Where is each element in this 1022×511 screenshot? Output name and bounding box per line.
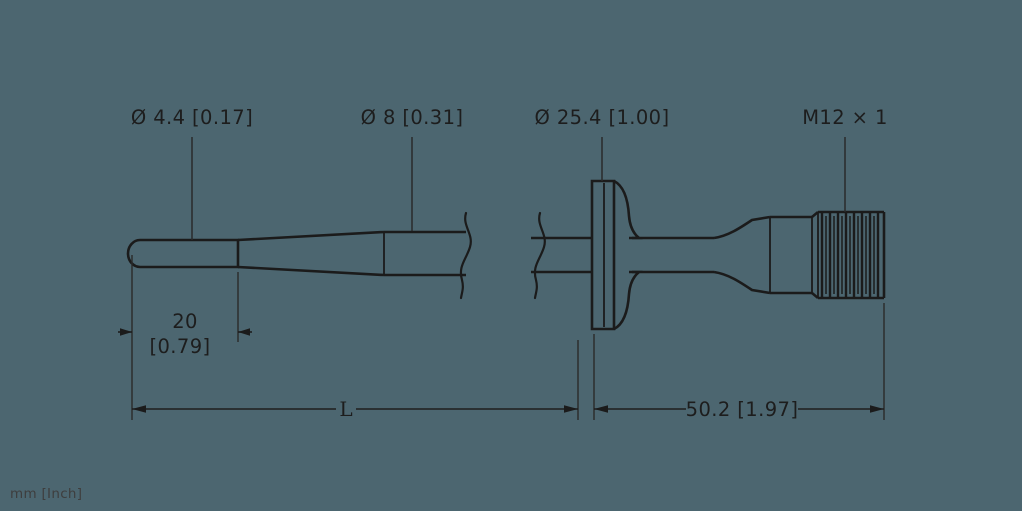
connector-shoulder	[713, 215, 771, 295]
flange-disc	[590, 179, 643, 331]
probe-tip-body	[126, 238, 240, 269]
callout-thread-spec-label: M12 × 1	[802, 106, 888, 129]
connector-neck	[629, 236, 714, 274]
thread-shoulder	[811, 211, 819, 299]
arrowhead-connector-left	[594, 405, 608, 413]
probe-taper-section	[237, 230, 385, 277]
dimension-overall-length-value: L	[339, 397, 352, 421]
dimension-connector-length-value: 50.2 [1.97]	[686, 398, 799, 421]
dimension-tip-length-value-2: [0.79]	[149, 335, 210, 358]
m12-thread-section	[817, 210, 886, 300]
connector-barrel	[769, 215, 813, 295]
extension-lines	[131, 255, 885, 420]
callout-flange-diameter-label: Ø 25.4 [1.00]	[535, 106, 670, 129]
arrowhead-length-right	[564, 405, 578, 413]
dimension-connector-length: 50.2 [1.97]	[594, 398, 884, 421]
arrowhead-connector-right	[870, 405, 884, 413]
arrowhead-tip-left	[120, 328, 132, 336]
dimension-overall-length: L	[132, 397, 578, 421]
thread-hatching	[820, 212, 880, 298]
callout-shaft-diameter-label: Ø 8 [0.31]	[361, 106, 464, 129]
dimension-tip-length: 20 [0.79]	[118, 310, 252, 358]
arrowhead-tip-right	[238, 328, 250, 336]
probe-shaft-section	[383, 230, 466, 277]
break-line-right	[533, 211, 546, 300]
dimension-tip-length-value-1: 20	[172, 310, 198, 333]
arrowhead-length-left	[132, 405, 146, 413]
unit-caption: mm [Inch]	[10, 486, 82, 502]
callout-tip-diameter-label: Ø 4.4 [0.17]	[131, 106, 253, 129]
break-line-left	[459, 211, 472, 300]
callout-labels: Ø 4.4 [0.17] Ø 8 [0.31] Ø 25.4 [1.00] M1…	[131, 106, 888, 129]
callout-leader-lines	[191, 137, 846, 240]
probe-shaft-right-section	[531, 236, 592, 274]
